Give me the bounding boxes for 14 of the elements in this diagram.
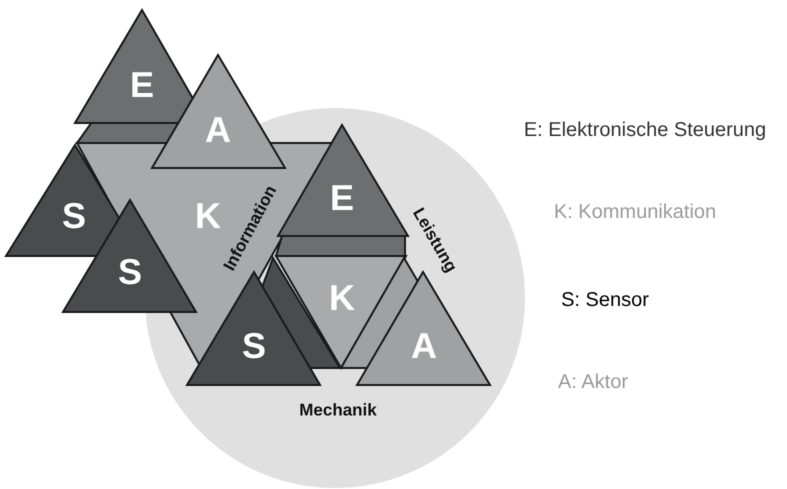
- triangle-letter: S: [62, 198, 86, 234]
- triangle-letter: E: [130, 67, 154, 103]
- triangle-letter: S: [118, 254, 142, 290]
- triangle-letter: K: [195, 198, 221, 234]
- legend-text: S: Sensor: [561, 290, 649, 310]
- triangle-letter: E: [330, 180, 354, 216]
- legend-text: E: Elektronische Steuerung: [524, 120, 766, 140]
- legend-text: K: Kommunikation: [554, 202, 716, 222]
- triangle-letter: A: [411, 328, 437, 364]
- triangle-letter: S: [242, 328, 266, 364]
- triangle-letter: A: [205, 112, 231, 148]
- triangle-letter: K: [329, 280, 355, 316]
- axis-label: Mechanik: [299, 402, 377, 418]
- legend-text: A: Aktor: [558, 372, 628, 392]
